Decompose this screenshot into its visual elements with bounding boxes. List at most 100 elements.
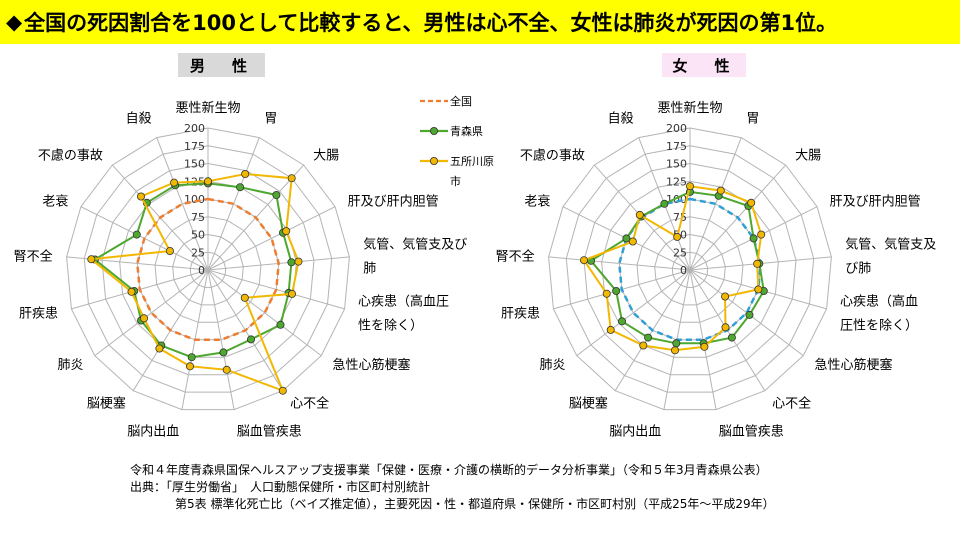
male-grid-ring [172, 233, 244, 306]
female-category-label: 大腸 [795, 149, 821, 164]
female-data-point [628, 237, 637, 246]
female-series-goshogawara [582, 185, 763, 352]
female-data-point [721, 292, 730, 301]
female-category-label: 自殺 [608, 112, 634, 127]
female-category-label: 不慮の事故 [520, 149, 585, 164]
female-category-label: 肺炎 [539, 358, 565, 373]
female-data-point [606, 325, 615, 334]
legend-label: 青森県 [450, 124, 483, 138]
legend-label: 全国 [450, 94, 472, 108]
female-data-point [639, 341, 648, 350]
female-data-point [618, 317, 627, 326]
female-data-point [660, 199, 669, 208]
male-grid-ring [119, 180, 297, 358]
male-data-point [219, 348, 228, 357]
title-banner: ◆全国の死因割合を100として比較すると、男性は心不全、女性は肺炎が死因の第1位… [0, 0, 960, 44]
male-spoke [156, 137, 209, 271]
male-tick-label: 175 [184, 140, 205, 153]
female-tick-label: 150 [666, 158, 687, 171]
female-category-label: 肝疾患 [501, 307, 540, 322]
female-grid-ring [583, 162, 797, 376]
female-radar-chart: 0255075100125150175200悪性新生物胃大腸肝及び肝内胆管気管、… [496, 100, 937, 439]
female-category-label: 脳梗塞 [569, 396, 608, 412]
male-tick-label: 75 [191, 211, 205, 224]
female-tick-label: 0 [680, 264, 687, 277]
female-spoke [548, 256, 691, 271]
footer-line-1: 令和４年度青森県国保ヘルスアップ支援事業「保健・医療・介護の横断的データ分析事業… [130, 463, 768, 477]
female-category-label: 心不全 [772, 396, 811, 412]
male-category-label: 胃 [264, 112, 277, 127]
male-category-label: 自殺 [126, 112, 152, 127]
male-data-point [241, 169, 250, 178]
female-data-point [644, 333, 653, 342]
female-tick-label: 175 [666, 140, 687, 153]
female-data-point [671, 346, 680, 355]
male-category-label: 急性心筋梗塞 [333, 357, 411, 373]
male-tick-label: 200 [184, 122, 205, 135]
male-tick-label: 25 [191, 246, 205, 259]
male-category-label: 大腸 [313, 149, 339, 164]
female-data-point [753, 259, 762, 268]
female-category-label: 腎不全 [496, 249, 535, 265]
male-series-goshogawara [88, 172, 300, 393]
male-grid-ring [154, 216, 262, 323]
male-radar-chart: 0255075100125150175200悪性新生物胃大腸肝及び肝内胆管気管、… [14, 100, 468, 439]
male-data-point [136, 192, 145, 201]
male-category-label: 腎不全 [14, 249, 53, 265]
female-data-point [635, 210, 644, 219]
male-spoke [207, 137, 260, 271]
male-grid-ring [101, 162, 315, 376]
male-data-point [127, 287, 136, 296]
male-panel-label: 男 性 [178, 53, 265, 77]
male-data-point [139, 314, 148, 323]
female-series-aomori [589, 190, 765, 345]
diamond-icon: ◆ [6, 10, 23, 34]
male-grid-ring [189, 251, 227, 288]
male-data-point [132, 230, 141, 239]
male-category-label: 気管、気管支及び肺 [363, 237, 467, 277]
male-spoke [207, 269, 322, 356]
female-data-point [749, 234, 758, 243]
female-grid-ring [654, 233, 726, 306]
female-data-point [747, 198, 756, 207]
female-category-label: 脳血管疾患 [719, 424, 784, 439]
male-data-point [222, 365, 231, 374]
female-data-point [700, 342, 709, 351]
male-data-point [276, 320, 285, 329]
female-data-point [673, 232, 682, 241]
female-tick-label: 200 [666, 122, 687, 135]
female-data-point [754, 285, 763, 294]
female-category-label: 老衰 [524, 194, 550, 210]
female-spoke [689, 137, 742, 271]
male-tick-label: 50 [191, 229, 205, 242]
female-tick-label: 25 [673, 246, 687, 259]
female-category-label: 胃 [746, 112, 759, 127]
female-grid-ring [601, 180, 779, 358]
male-spoke [94, 269, 209, 356]
male-category-label: 肺炎 [57, 358, 83, 373]
female-tick-label: 125 [666, 175, 687, 188]
male-spoke [207, 206, 336, 271]
female-grid-ring [636, 216, 744, 323]
footer-line-2: 出典：「厚生労働省」 人口動態保健所・市区町村別統計 [130, 480, 431, 494]
female-data-point [602, 289, 611, 298]
female-data-point [745, 310, 754, 319]
female-grid-ring [671, 251, 709, 288]
male-data-point [278, 386, 287, 395]
female-spoke [576, 269, 691, 356]
male-data-point [240, 293, 249, 302]
female-category-label: 心疾患（高血圧性を除く） [840, 294, 918, 334]
male-data-point [170, 178, 179, 187]
female-category-label: 気管、気管支及び肺 [845, 237, 936, 277]
female-data-point [622, 234, 631, 243]
male-data-point [294, 257, 303, 266]
male-data-point [203, 177, 212, 186]
male-data-point [287, 174, 296, 183]
male-tick-label: 0 [198, 264, 205, 277]
male-spoke [207, 269, 235, 410]
female-data-point [727, 333, 736, 342]
male-category-label: 心不全 [290, 396, 329, 412]
female-data-point [672, 339, 681, 348]
